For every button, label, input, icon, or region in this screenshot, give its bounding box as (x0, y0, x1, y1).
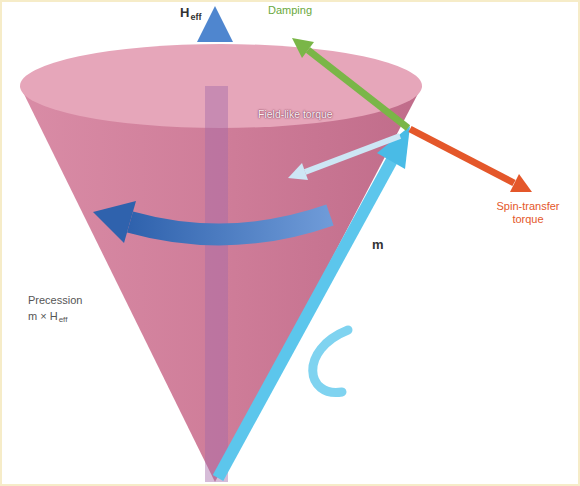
field-like-arrowhead (288, 163, 308, 180)
magnetization-vector (218, 160, 392, 478)
formula-subscript: eff (59, 315, 68, 324)
precession-curl (313, 330, 348, 393)
spin-transfer-arrow (410, 129, 514, 183)
spin-transfer-label: Spin-transfer torque (482, 200, 574, 225)
field-axis (208, 40, 222, 480)
field-like-arrow (305, 136, 400, 172)
field-arrowhead (197, 6, 233, 42)
field-subscript: eff (190, 12, 201, 22)
spin-transfer-arrowhead (510, 174, 532, 192)
magnetization-arrowhead (377, 126, 410, 169)
damping-label: Damping (268, 4, 312, 17)
field-symbol: H (180, 6, 189, 21)
vector-symbol: m (372, 238, 384, 253)
precession-arrowhead (93, 201, 136, 243)
field-like-label: Field-like torque (258, 108, 333, 120)
damping-arrowhead (292, 38, 314, 58)
precession-arrow (130, 215, 330, 234)
precession-label: Precession (28, 294, 82, 307)
precession-formula: m × H (28, 310, 58, 323)
